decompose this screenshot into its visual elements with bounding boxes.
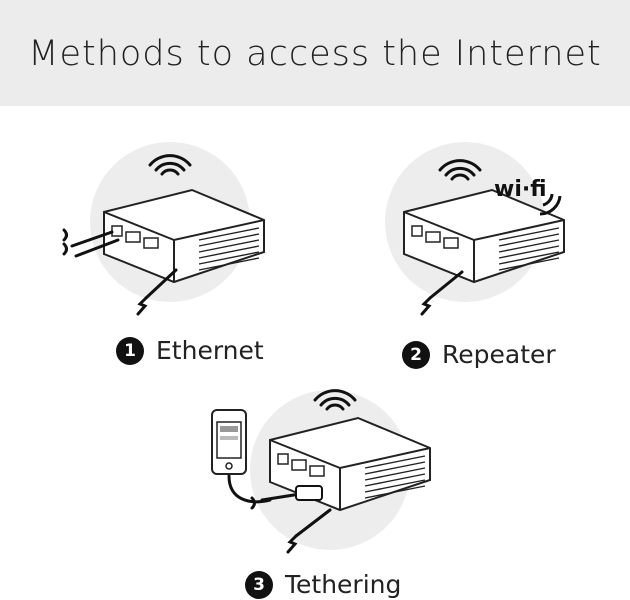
ethernet-illustration bbox=[62, 142, 265, 316]
method-number-badge: 1 bbox=[116, 336, 144, 365]
method-name: Repeater bbox=[442, 340, 556, 369]
power-cable-icon bbox=[136, 268, 178, 316]
method-name: Tethering bbox=[285, 570, 402, 599]
wifi-logo-icon: wi·fi bbox=[494, 177, 562, 216]
svg-text:wi·fi: wi·fi bbox=[494, 177, 547, 202]
method-number-badge: 3 bbox=[245, 570, 273, 599]
method-label-tethering: 3 Tethering bbox=[245, 570, 401, 599]
method-name: Ethernet bbox=[156, 336, 264, 365]
power-cable-icon bbox=[420, 270, 464, 316]
smartphone-icon bbox=[211, 409, 247, 475]
ethernet-cable-icon bbox=[62, 228, 120, 258]
method-label-ethernet: 1 Ethernet bbox=[116, 336, 264, 365]
repeater-illustration: wi·fi bbox=[385, 142, 565, 316]
method-label-repeater: 2 Repeater bbox=[402, 340, 556, 369]
title-banner: Methods to access the Internet bbox=[0, 0, 630, 106]
tethering-illustration bbox=[211, 389, 431, 554]
method-number-badge: 2 bbox=[402, 340, 430, 369]
usb-cable-icon bbox=[227, 474, 323, 510]
page-title: Methods to access the Internet bbox=[28, 34, 602, 74]
power-cable-icon bbox=[286, 508, 332, 554]
